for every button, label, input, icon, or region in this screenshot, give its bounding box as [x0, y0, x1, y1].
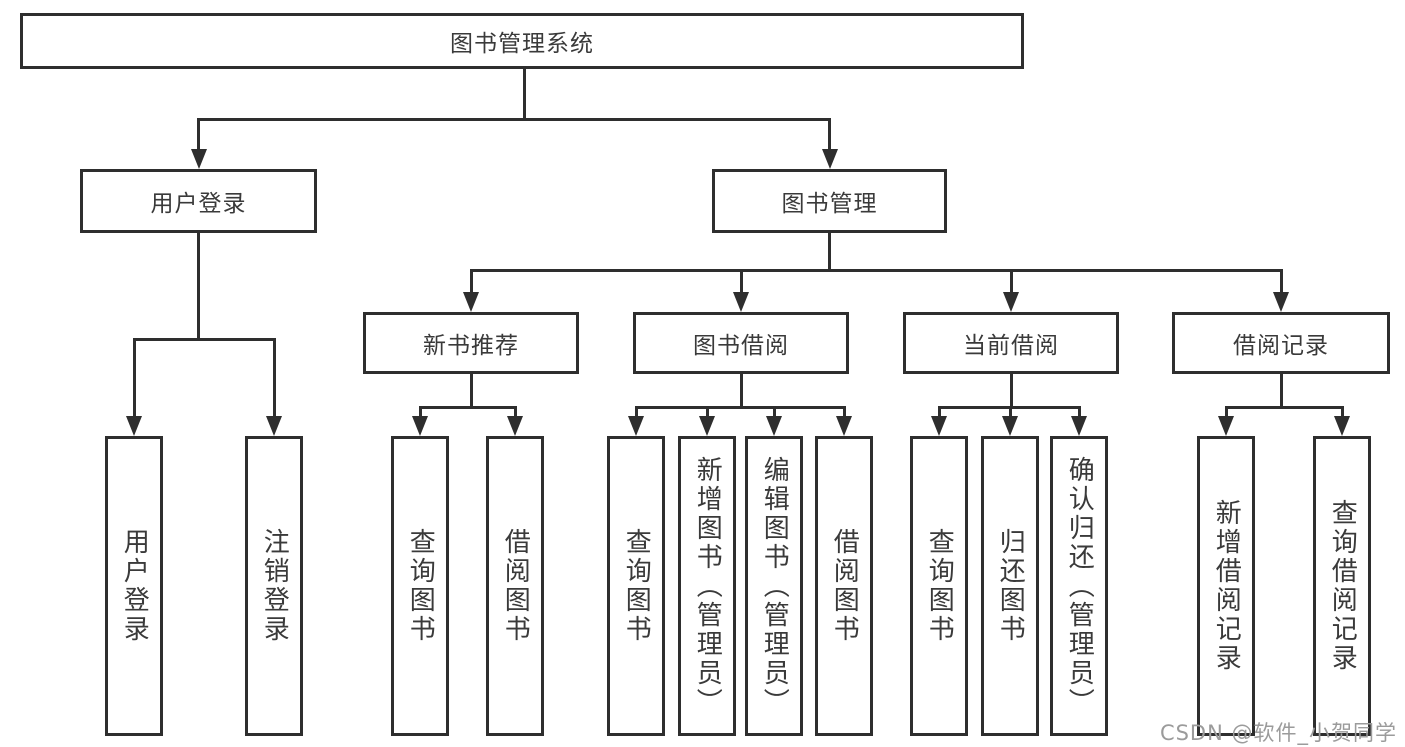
connector-line	[418, 407, 422, 416]
connector-line	[739, 270, 743, 292]
node-current-borrow: 当前借阅	[903, 312, 1119, 374]
leaf-confirm-return-admin: 确认归还（管理员）	[1050, 436, 1108, 736]
connector-line	[937, 407, 941, 416]
connector-line	[513, 407, 517, 416]
connector-line	[1279, 374, 1283, 409]
connector-line	[1008, 407, 1012, 416]
connector-line	[1224, 405, 1344, 409]
leaf-query-books: 查询图书	[391, 436, 449, 736]
node-label: 新增借阅记录	[1211, 499, 1242, 673]
arrow-down-icon	[266, 416, 282, 436]
arrow-down-icon	[766, 416, 782, 436]
node-user-login: 用户登录	[80, 169, 317, 233]
arrow-down-icon	[821, 149, 838, 169]
node-label: 图书借阅	[693, 333, 789, 359]
node-label: 图书管理系统	[450, 31, 594, 57]
arrow-down-icon	[412, 416, 428, 436]
node-label: 查询借阅记录	[1327, 499, 1358, 673]
connector-line	[828, 119, 831, 149]
arrow-down-icon	[1218, 416, 1234, 436]
csdn-watermark: CSDN @软件_小贺同学	[1159, 721, 1397, 745]
leaf-query-books: 查询图书	[607, 436, 665, 736]
leaf-query-books: 查询图书	[910, 436, 968, 736]
connector-line	[1279, 270, 1283, 292]
arrow-down-icon	[190, 149, 207, 169]
node-label: 借阅图书	[500, 528, 531, 644]
leaf-return-books: 归还图书	[981, 436, 1039, 736]
node-label: 归还图书	[995, 528, 1026, 644]
connector-line	[272, 339, 276, 416]
node-book-management: 图书管理	[712, 169, 947, 233]
leaf-borrow-books: 借阅图书	[815, 436, 873, 736]
connector-line	[197, 233, 200, 341]
arrow-down-icon	[1003, 292, 1019, 312]
arrow-down-icon	[1071, 416, 1087, 436]
node-label: 确认归还（管理员）	[1064, 455, 1095, 717]
connector-line	[772, 407, 776, 416]
connector-line	[842, 407, 846, 416]
arrow-down-icon	[126, 416, 142, 436]
leaf-query-borrow-record: 查询借阅记录	[1313, 436, 1371, 736]
connector-line	[197, 117, 831, 121]
arrow-down-icon	[1273, 292, 1289, 312]
connector-line	[739, 374, 743, 409]
node-book-borrow: 图书借阅	[633, 312, 849, 374]
connector-line	[1009, 374, 1013, 409]
node-label: 注销登录	[259, 528, 290, 644]
arrow-down-icon	[699, 416, 715, 436]
node-label: 查询图书	[621, 528, 652, 644]
connector-line	[1224, 407, 1228, 416]
connector-line	[1340, 407, 1344, 416]
arrow-down-icon	[733, 292, 749, 312]
leaf-add-books-admin: 新增图书（管理员）	[678, 436, 736, 736]
arrow-down-icon	[628, 416, 644, 436]
node-label: 用户登录	[119, 528, 150, 644]
leaf-edit-books-admin: 编辑图书（管理员）	[745, 436, 803, 736]
connector-line	[705, 407, 709, 416]
connector-line	[469, 270, 473, 292]
leaf-logout: 注销登录	[245, 436, 303, 736]
connector-line	[132, 339, 136, 416]
node-label: 借阅记录	[1233, 333, 1329, 359]
node-label: 借阅图书	[829, 528, 860, 644]
node-label: 编辑图书（管理员）	[759, 455, 790, 717]
node-library-management-system: 图书管理系统	[20, 13, 1024, 69]
node-label: 新书推荐	[423, 333, 519, 359]
leaf-borrow-books: 借阅图书	[486, 436, 544, 736]
node-borrow-records: 借阅记录	[1172, 312, 1390, 374]
node-label: 当前借阅	[963, 333, 1059, 359]
leaf-user-login: 用户登录	[105, 436, 163, 736]
connector-line	[522, 69, 526, 121]
node-label: 查询图书	[924, 528, 955, 644]
node-label: 用户登录	[150, 191, 247, 217]
arrow-down-icon	[836, 416, 852, 436]
connector-line	[418, 405, 517, 409]
node-new-book-recommend: 新书推荐	[363, 312, 579, 374]
connector-line	[828, 233, 831, 272]
connector-line	[634, 407, 638, 416]
connector-line	[1009, 270, 1013, 292]
arrow-down-icon	[463, 292, 479, 312]
connector-line	[1077, 407, 1081, 416]
connector-line	[132, 337, 276, 341]
arrow-down-icon	[1334, 416, 1350, 436]
node-label: 查询图书	[405, 528, 436, 644]
connector-line	[469, 374, 473, 409]
arrow-down-icon	[1002, 416, 1018, 436]
connector-line	[469, 268, 1283, 272]
arrow-down-icon	[507, 416, 523, 436]
node-label: 新增图书（管理员）	[692, 455, 723, 717]
connector-line	[634, 405, 846, 409]
connector-line	[197, 119, 200, 149]
leaf-add-borrow-record: 新增借阅记录	[1197, 436, 1255, 736]
arrow-down-icon	[931, 416, 947, 436]
node-label: 图书管理	[781, 191, 878, 217]
